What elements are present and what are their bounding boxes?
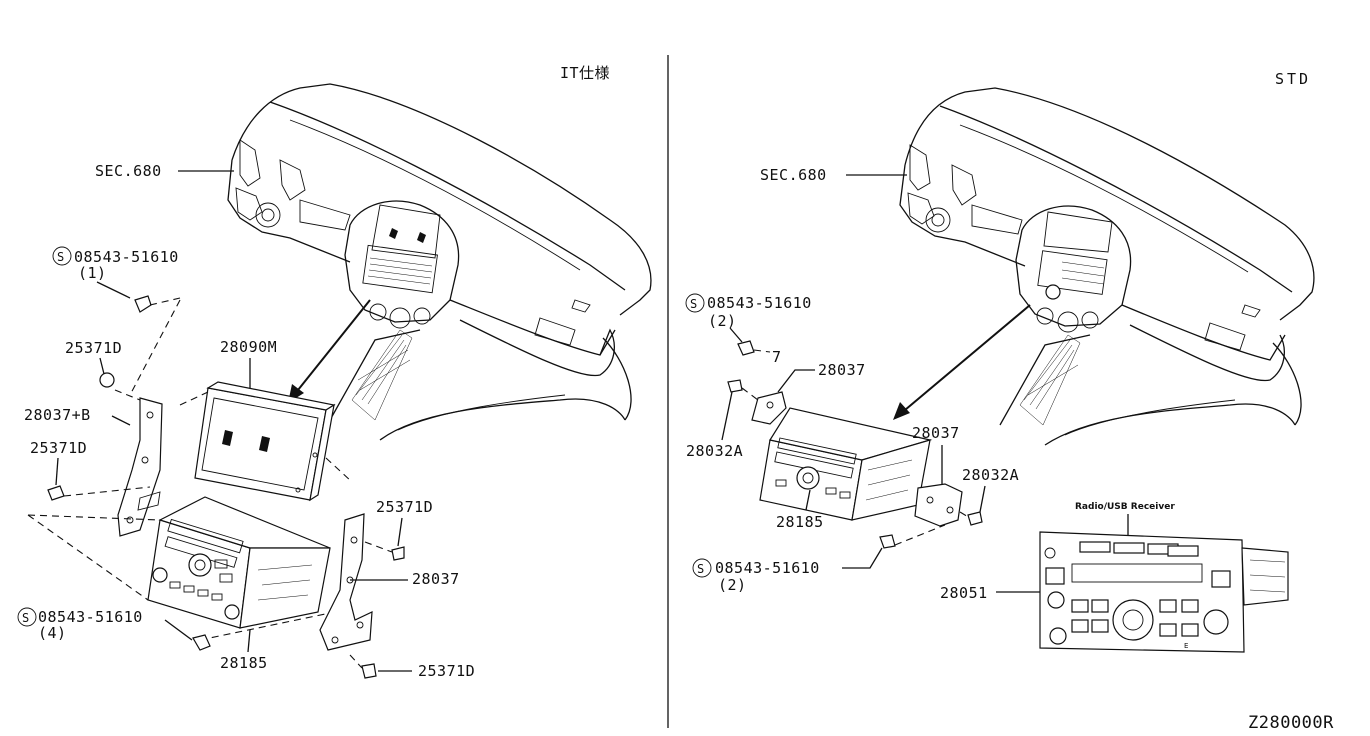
left-bracket-right-label: 28037 bbox=[412, 570, 460, 588]
right-install-arrow bbox=[893, 304, 1031, 420]
right-section-title: STD bbox=[1275, 70, 1311, 88]
right-head-unit bbox=[759, 407, 933, 521]
right-bracket-right-label: 28037 bbox=[912, 424, 960, 442]
right-bolt-left-label: 28032A bbox=[686, 442, 743, 460]
right-unit-label: 28185 bbox=[776, 513, 824, 531]
left-head-unit bbox=[147, 496, 331, 629]
left-bracket-label: 28037+B bbox=[24, 406, 91, 424]
left-unit-label: 28185 bbox=[220, 654, 268, 672]
svg-text:08543-51610: 08543-51610 bbox=[38, 608, 143, 626]
svg-text:(4): (4) bbox=[38, 624, 67, 642]
left-screw-1: S 08543-51610 (1) bbox=[52, 246, 181, 313]
svg-text:7: 7 bbox=[772, 348, 782, 366]
left-clip-2 bbox=[47, 485, 65, 501]
left-display-unit bbox=[194, 381, 336, 502]
right-bolt-right-label: 28032A bbox=[962, 466, 1019, 484]
left-bracket-right bbox=[319, 513, 373, 651]
right-bolt-left bbox=[727, 379, 743, 393]
svg-text:08543-51610: 08543-51610 bbox=[707, 294, 812, 312]
svg-text:(1): (1) bbox=[78, 264, 107, 282]
left-display-label: 28090M bbox=[220, 338, 277, 356]
right-bracket-right bbox=[914, 483, 963, 527]
left-clip-1 bbox=[99, 372, 115, 388]
left-bracket-left bbox=[117, 397, 163, 537]
left-clip-4-label: 25371D bbox=[418, 662, 475, 680]
receiver-label: 28051 bbox=[940, 584, 988, 602]
svg-text:E: E bbox=[1184, 642, 1188, 650]
right-dashboard-drawing bbox=[899, 87, 1315, 446]
radio-usb-receiver: E bbox=[1039, 531, 1289, 653]
svg-text:08543-51610: 08543-51610 bbox=[74, 248, 179, 266]
svg-text:08543-51610: 08543-51610 bbox=[715, 559, 820, 577]
right-bracket-top-label: 28037 bbox=[818, 361, 866, 379]
left-clip-3 bbox=[391, 546, 405, 561]
svg-text:(2): (2) bbox=[708, 312, 737, 330]
left-clip-3-label: 25371D bbox=[376, 498, 433, 516]
right-screw-2: S 08543-51610 (2) bbox=[692, 534, 896, 594]
left-dashboard-drawing bbox=[227, 83, 652, 441]
right-bolt-right bbox=[967, 511, 983, 526]
svg-text:S: S bbox=[697, 562, 705, 576]
left-section-title: IT仕様 bbox=[560, 64, 610, 82]
svg-text:S: S bbox=[22, 611, 30, 625]
left-install-arrow bbox=[288, 299, 371, 403]
svg-text:(2): (2) bbox=[718, 576, 747, 594]
right-sec-label: SEC.680 bbox=[760, 166, 827, 184]
receiver-title: Radio/USB Receiver bbox=[1075, 502, 1175, 512]
drawing-code: Z280000R bbox=[1248, 713, 1334, 733]
left-screw-2: S 08543-51610 (4) bbox=[17, 607, 211, 651]
svg-text:S: S bbox=[57, 250, 65, 264]
left-sec-label: SEC.680 bbox=[95, 162, 162, 180]
left-clip-4 bbox=[361, 663, 377, 679]
right-bracket-top bbox=[751, 391, 787, 425]
left-clip-2-label: 25371D bbox=[30, 439, 87, 457]
svg-text:S: S bbox=[690, 297, 698, 311]
right-screw-1: S 08543-51610 (2) bbox=[685, 293, 812, 356]
left-clip-1-label: 25371D bbox=[65, 339, 122, 357]
